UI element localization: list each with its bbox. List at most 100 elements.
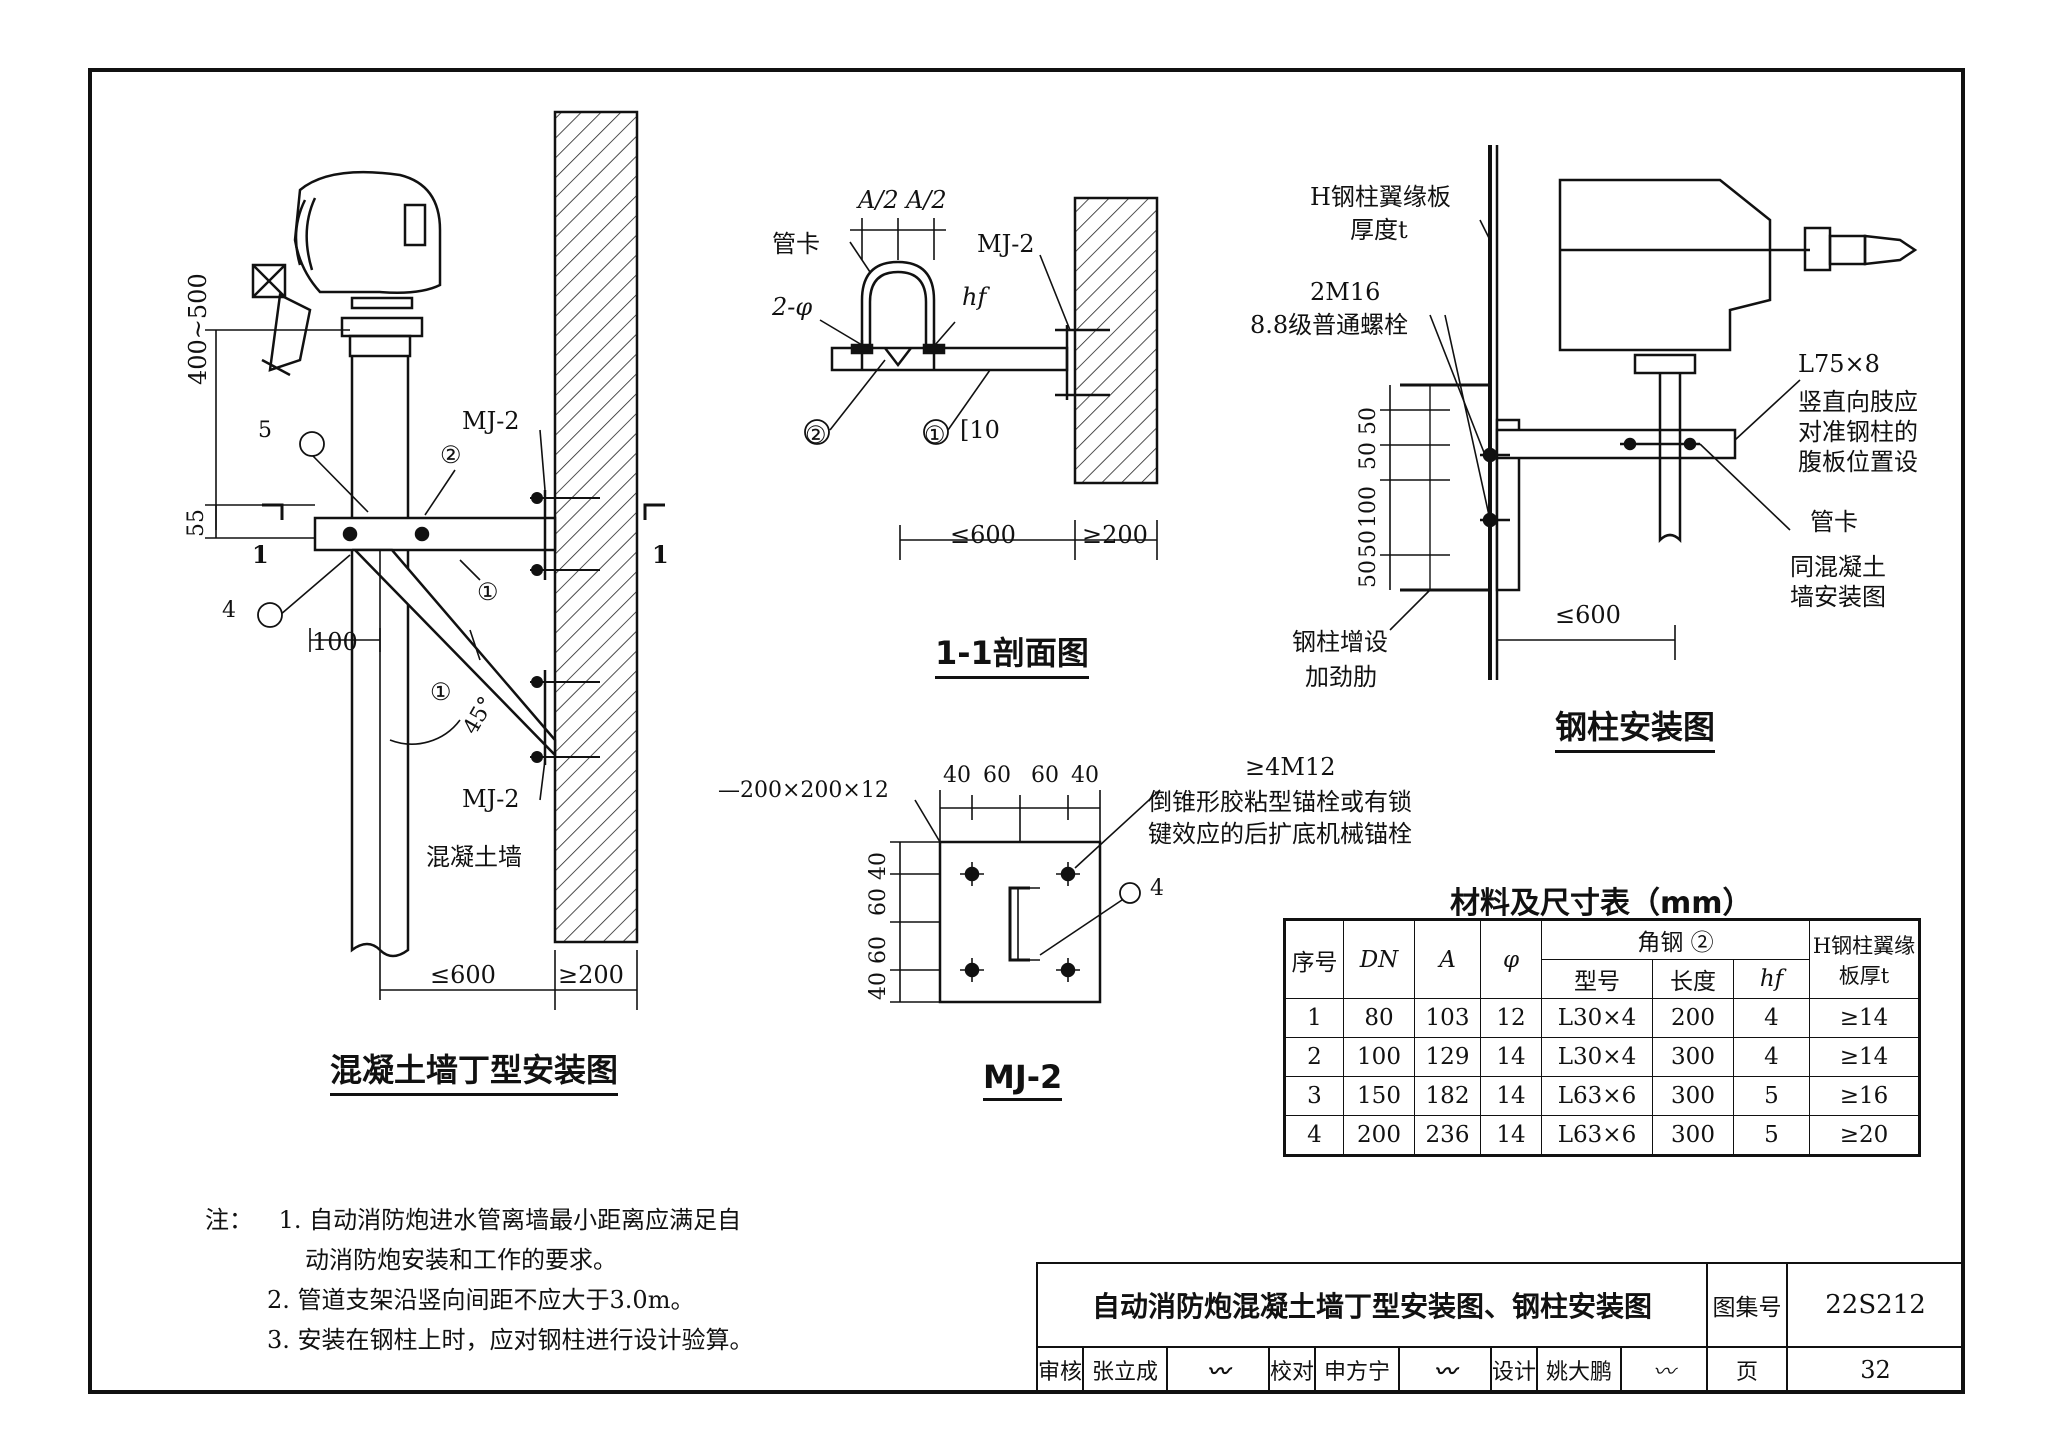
diagonal-brace <box>352 548 557 759</box>
callout-2-left: ② <box>440 441 462 469</box>
section-wall <box>1073 196 1159 485</box>
design-label: 设计 <box>1490 1346 1539 1394</box>
weld-5-label: 5 <box>258 418 272 443</box>
flange-label: H钢柱翼缘板 <box>1310 183 1451 211</box>
steel-dim-600: ≤600 <box>1555 601 1621 629</box>
hf-label: hf <box>962 283 987 311</box>
atlas-number: 22S212 <box>1786 1262 1965 1348</box>
steel-note-1: 竖直向肢应 <box>1798 388 1918 416</box>
steel-dim-1: 50 <box>1356 407 1381 435</box>
notes-line-1: 注： 1. 自动消防炮进水管离墙最小距离应满足自 <box>205 1200 754 1240</box>
steel-clamp-label: 管卡 <box>1810 508 1858 536</box>
section-mj2-label: MJ-2 <box>977 230 1035 258</box>
bolt-label: 2M16 <box>1310 278 1381 306</box>
dim-600-section: ≤600 <box>950 521 1016 549</box>
vertical-angle-leg <box>1495 418 1521 592</box>
mj2-top-dim-4: 40 <box>1071 763 1099 788</box>
mj2-top-dim-3: 60 <box>1031 763 1059 788</box>
designer-name: 姚大鹏 <box>1536 1346 1623 1394</box>
steel-view-drawing <box>1380 145 1918 680</box>
channel-label: [10 <box>960 416 1000 444</box>
mj2-weld-4: 4 <box>1150 876 1164 901</box>
dim-height-label: 400~500 <box>184 273 212 385</box>
mj2-label-top: MJ-2 <box>462 407 520 435</box>
pipe-flange <box>340 316 424 338</box>
a-half-right: A/2 <box>906 186 947 214</box>
col-a-header: A <box>1414 919 1481 999</box>
atlas-label: 图集号 <box>1706 1262 1788 1348</box>
col-dn-header: DN <box>1343 919 1415 999</box>
note-item-3: 3. 安装在钢柱上时，应对钢柱进行设计验算。 <box>267 1326 754 1354</box>
steel-view-title: 钢柱安装图 <box>1555 702 1716 753</box>
section-mark-right: 1 <box>652 540 669 569</box>
anchor-desc-2: 键效应的后扩底机械锚栓 <box>1148 820 1412 848</box>
mj2-plate <box>938 840 1102 1004</box>
anchor-desc-1: 倒锥形胶粘型锚栓或有锁 <box>1148 788 1412 816</box>
steel-same-1: 同混凝土 <box>1790 553 1886 581</box>
angle-steel-label: L75×8 <box>1798 350 1880 378</box>
plate-size-label: —200×200×12 <box>718 778 889 803</box>
mj2-side-dim-4: 40 <box>866 972 891 1000</box>
note-item-2: 2. 管道支架沿竖向间距不应大于3.0m。 <box>267 1286 695 1314</box>
drawing-title: 自动消防炮混凝土墙丁型安装图、钢柱安装图 <box>1036 1262 1708 1348</box>
col-type-header: 型号 <box>1541 959 1653 999</box>
page-label: 页 <box>1706 1346 1788 1394</box>
dim-200-section: ≥200 <box>1082 521 1148 549</box>
drawing-frame <box>88 68 1965 1394</box>
left-view-title: 混凝土墙丁型安装图 <box>330 1045 619 1096</box>
left-view-drawing <box>205 110 665 1010</box>
mj2-side-dim-2: 60 <box>866 888 891 916</box>
steel-same-2: 墙安装图 <box>1790 583 1886 611</box>
mj2-top-dim-2: 60 <box>983 763 1011 788</box>
clamp-label: 管卡 <box>772 230 820 258</box>
callout-1-lower: ① <box>430 678 452 706</box>
reviewer-signature: 〰 <box>1166 1346 1271 1394</box>
mj2-view-title: MJ-2 <box>983 1058 1063 1101</box>
anchor-label: ≥4M12 <box>1245 753 1336 781</box>
col-phi-header: φ <box>1480 919 1542 999</box>
stiffener-1: 钢柱增设 <box>1292 628 1388 656</box>
dim-600-left: ≤600 <box>430 961 496 989</box>
thickness-label: 厚度t <box>1350 216 1408 244</box>
col-flange-header: H钢柱翼缘板厚t <box>1809 919 1920 999</box>
dim-200-left: ≥200 <box>558 961 624 989</box>
section-view-title: 1-1剖面图 <box>935 628 1089 679</box>
notes-prefix: 注： <box>205 1206 253 1234</box>
mj2-label-bottom: MJ-2 <box>462 785 520 813</box>
steel-dim-5: 50 <box>1356 560 1381 588</box>
a-half-left: A/2 <box>858 186 899 214</box>
note-item-1: 1. 自动消防炮进水管离墙最小距离应满足自 <box>278 1206 742 1234</box>
col-length-header: 长度 <box>1652 959 1734 999</box>
mj2-top-dim-1: 40 <box>943 763 971 788</box>
mj2-side-dim-3: 60 <box>866 936 891 964</box>
steel-note-2: 对准钢柱的 <box>1798 418 1918 446</box>
section-callout-1: ① <box>924 421 946 449</box>
dim-55-label: 55 <box>184 509 209 537</box>
page-number: 32 <box>1786 1346 1965 1394</box>
mj2-side-dim-1: 40 <box>866 852 891 880</box>
holes-label: 2-φ <box>772 293 813 321</box>
reviewer-name: 张立成 <box>1082 1346 1169 1394</box>
steel-dim-2: 50 <box>1356 442 1381 470</box>
section-callout-2: ② <box>805 421 827 449</box>
section-clamp <box>860 260 936 345</box>
title-block: 自动消防炮混凝土墙丁型安装图、钢柱安装图 图集号 22S212 审核 张立成 〰… <box>1035 1262 1965 1394</box>
col-angle-header: 角钢 ② <box>1541 919 1810 960</box>
col-hf-header: hf <box>1733 959 1810 999</box>
steel-dim-3: 100 <box>1356 486 1381 528</box>
section-mark-left: 1 <box>252 540 269 569</box>
mj2-view-drawing <box>890 789 1161 1004</box>
steel-note-3: 腹板位置设 <box>1798 448 1918 476</box>
designer-signature: 〰 <box>1620 1346 1708 1394</box>
table-title: 材料及尺寸表（mm） <box>1450 886 1753 921</box>
steel-riser <box>1658 373 1682 544</box>
steel-monitor <box>1558 178 1772 352</box>
note-item-1-cont: 动消防炮安装和工作的要求。 <box>305 1246 617 1274</box>
checker-signature: 〰 <box>1398 1346 1493 1394</box>
fire-monitor-head <box>293 170 442 294</box>
